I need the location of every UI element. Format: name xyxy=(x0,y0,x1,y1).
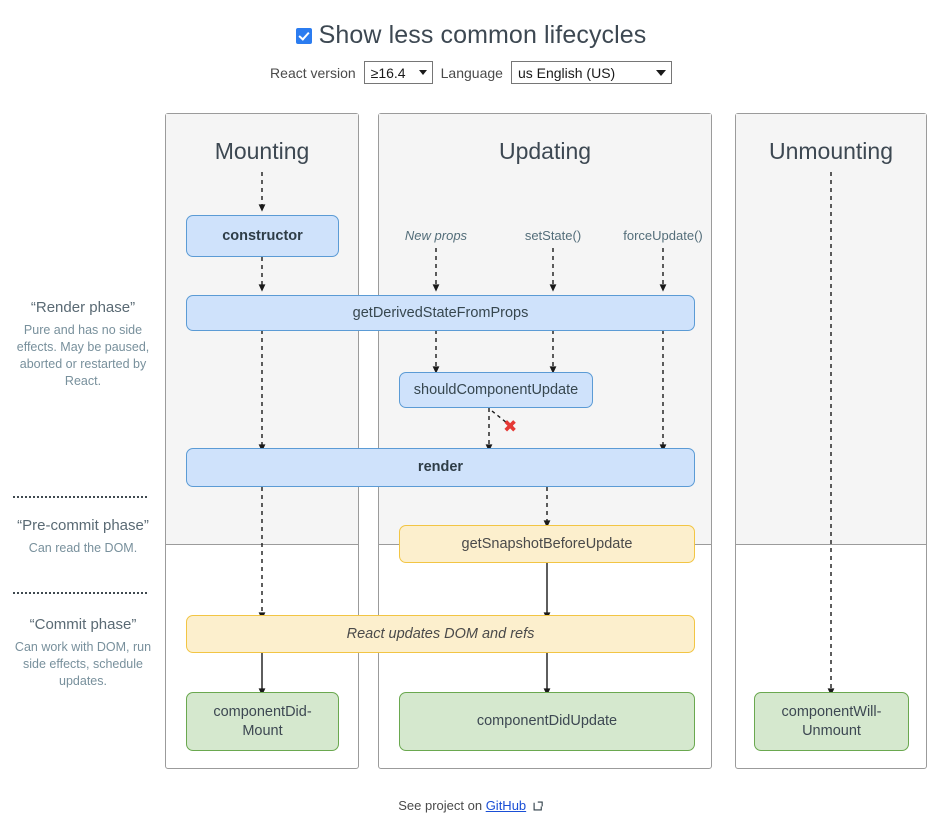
footer-prefix: See project on xyxy=(398,798,483,813)
node-component-did-update[interactable]: componentDidUpdate xyxy=(399,692,695,751)
node-component-will-unmount-line2: Unmount xyxy=(802,722,861,739)
phase-render-title: “Render phase” xyxy=(30,299,136,316)
controls-bar: Show less common lifecycles React versio… xyxy=(0,0,942,84)
phase-render: “Render phase” Pure and has no side effe… xyxy=(8,298,158,390)
node-get-derived-state-from-props[interactable]: getDerivedStateFromProps xyxy=(186,295,695,331)
node-component-will-unmount-line1: componentWill- xyxy=(781,703,882,720)
react-version-label: React version xyxy=(270,64,356,81)
footer: See project on GitHub xyxy=(0,798,942,814)
react-version-select[interactable]: ≥16.4 xyxy=(363,61,433,84)
react-version-value: ≥16.4 xyxy=(370,64,406,81)
external-link-icon xyxy=(533,799,544,814)
node-component-did-mount[interactable]: componentDid- Mount xyxy=(186,692,339,751)
phase-commit-title: “Commit phase” xyxy=(29,616,137,633)
column-unmounting xyxy=(735,113,927,769)
trigger-new-props: New props xyxy=(404,228,468,243)
node-component-did-mount-line2: Mount xyxy=(242,722,283,739)
node-component-did-mount-line1: componentDid- xyxy=(213,703,312,720)
phase-commit-desc: Can work with DOM, run side effects, sch… xyxy=(14,640,152,688)
language-label: Language xyxy=(440,64,503,81)
language-value: us English (US) xyxy=(517,64,616,81)
phase-divider-bottom xyxy=(13,592,147,594)
render-phase-shade-unmounting xyxy=(736,114,926,545)
show-less-common-lifecycles-label[interactable]: Show less common lifecycles xyxy=(318,21,647,49)
node-render[interactable]: render xyxy=(186,448,695,487)
skip-update-x-icon: ✖ xyxy=(503,417,518,437)
trigger-set-state: setState() xyxy=(524,228,582,243)
node-react-updates-dom-and-refs[interactable]: React updates DOM and refs xyxy=(186,615,695,653)
phase-commit: “Commit phase” Can work with DOM, run si… xyxy=(8,615,158,690)
github-link[interactable]: GitHub xyxy=(485,798,527,813)
trigger-force-update: forceUpdate() xyxy=(623,228,703,243)
selectors-row: React version ≥16.4 Language us English … xyxy=(0,61,942,84)
show-less-common-lifecycles-toggle-row: Show less common lifecycles xyxy=(0,18,942,52)
show-less-common-lifecycles-checkbox[interactable] xyxy=(295,28,312,44)
phase-divider-top xyxy=(13,496,147,498)
column-mounting xyxy=(165,113,359,769)
node-should-component-update[interactable]: shouldComponentUpdate xyxy=(399,372,593,408)
column-updating xyxy=(378,113,712,769)
phase-pre-commit-desc: Can read the DOM. xyxy=(28,541,138,555)
phase-pre-commit: “Pre-commit phase” Can read the DOM. xyxy=(8,516,158,557)
language-select[interactable]: us English (US) xyxy=(510,61,672,84)
column-updating-title: Updating xyxy=(498,138,592,164)
node-component-will-unmount[interactable]: componentWill- Unmount xyxy=(754,692,909,751)
node-get-snapshot-before-update[interactable]: getSnapshotBeforeUpdate xyxy=(399,525,695,563)
column-mounting-title: Mounting xyxy=(214,138,310,164)
phase-pre-commit-title: “Pre-commit phase” xyxy=(17,517,149,534)
column-unmounting-title: Unmounting xyxy=(768,138,894,164)
phase-render-desc: Pure and has no side effects. May be pau… xyxy=(16,323,150,388)
node-constructor[interactable]: constructor xyxy=(186,215,339,257)
chevron-down-icon xyxy=(655,69,666,76)
chevron-down-icon xyxy=(418,70,427,75)
